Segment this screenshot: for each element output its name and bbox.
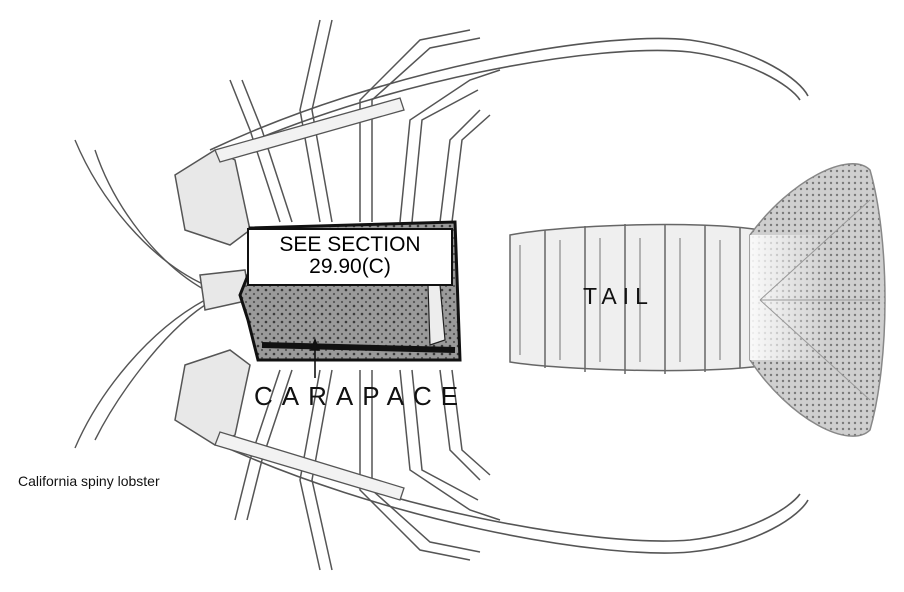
tail-label: TAIL [583,283,654,309]
antenna-shafts [214,97,405,501]
tail-spines [519,238,721,362]
carapace-pointer [309,337,321,378]
see-section-line2: 29.90(C) [309,255,391,278]
antennules [74,139,206,449]
legs-bottom [234,369,501,571]
legs-top [229,19,501,223]
carapace-label: CARAPACE [254,381,468,411]
figure-caption: California spiny lobster [18,473,160,489]
see-section-callout: SEE SECTION 29.90(C) [247,228,453,286]
see-section-line1: SEE SECTION [279,233,421,256]
antenna-bases [174,149,251,446]
